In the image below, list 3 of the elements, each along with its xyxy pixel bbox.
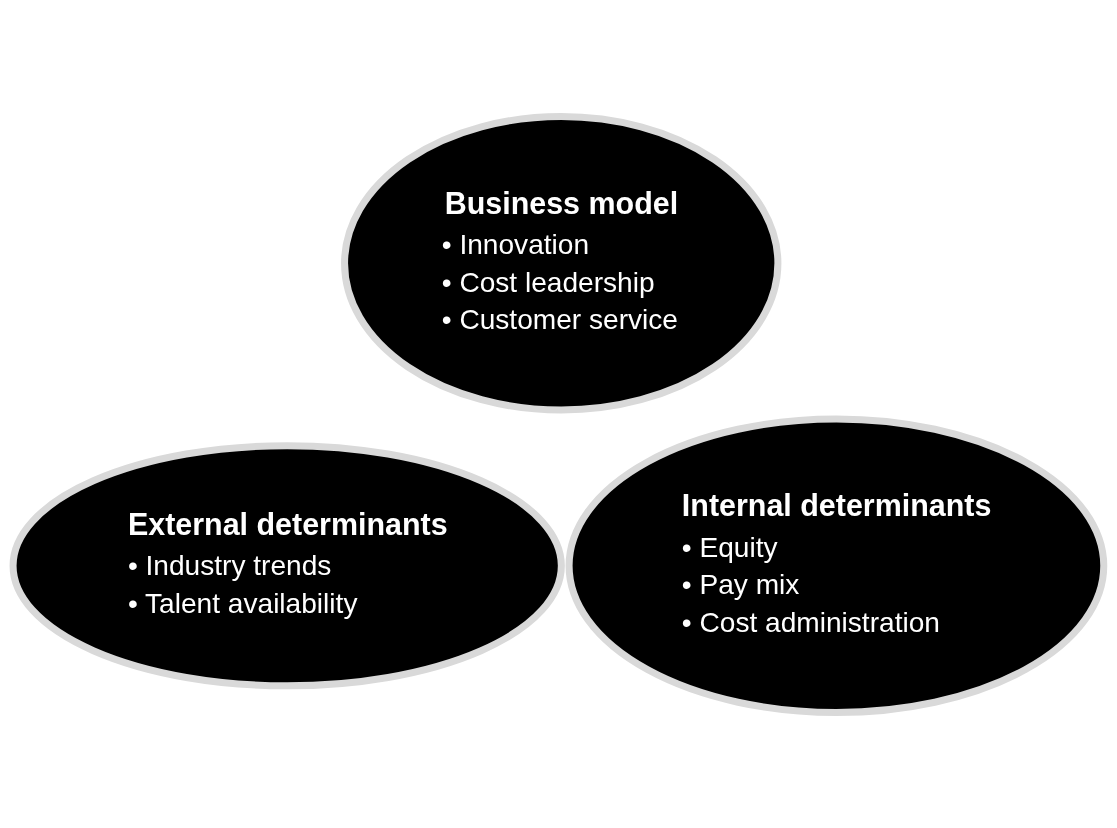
node-ellipse: Internal determinants • Equity • Pay mix • Cost administration [565, 414, 1108, 716]
node-ellipse: External determinants • Industry trends • Talent availability [9, 441, 565, 689]
node-ellipse: Business model • Innovation • Cost leadership • Customer service [341, 112, 782, 414]
